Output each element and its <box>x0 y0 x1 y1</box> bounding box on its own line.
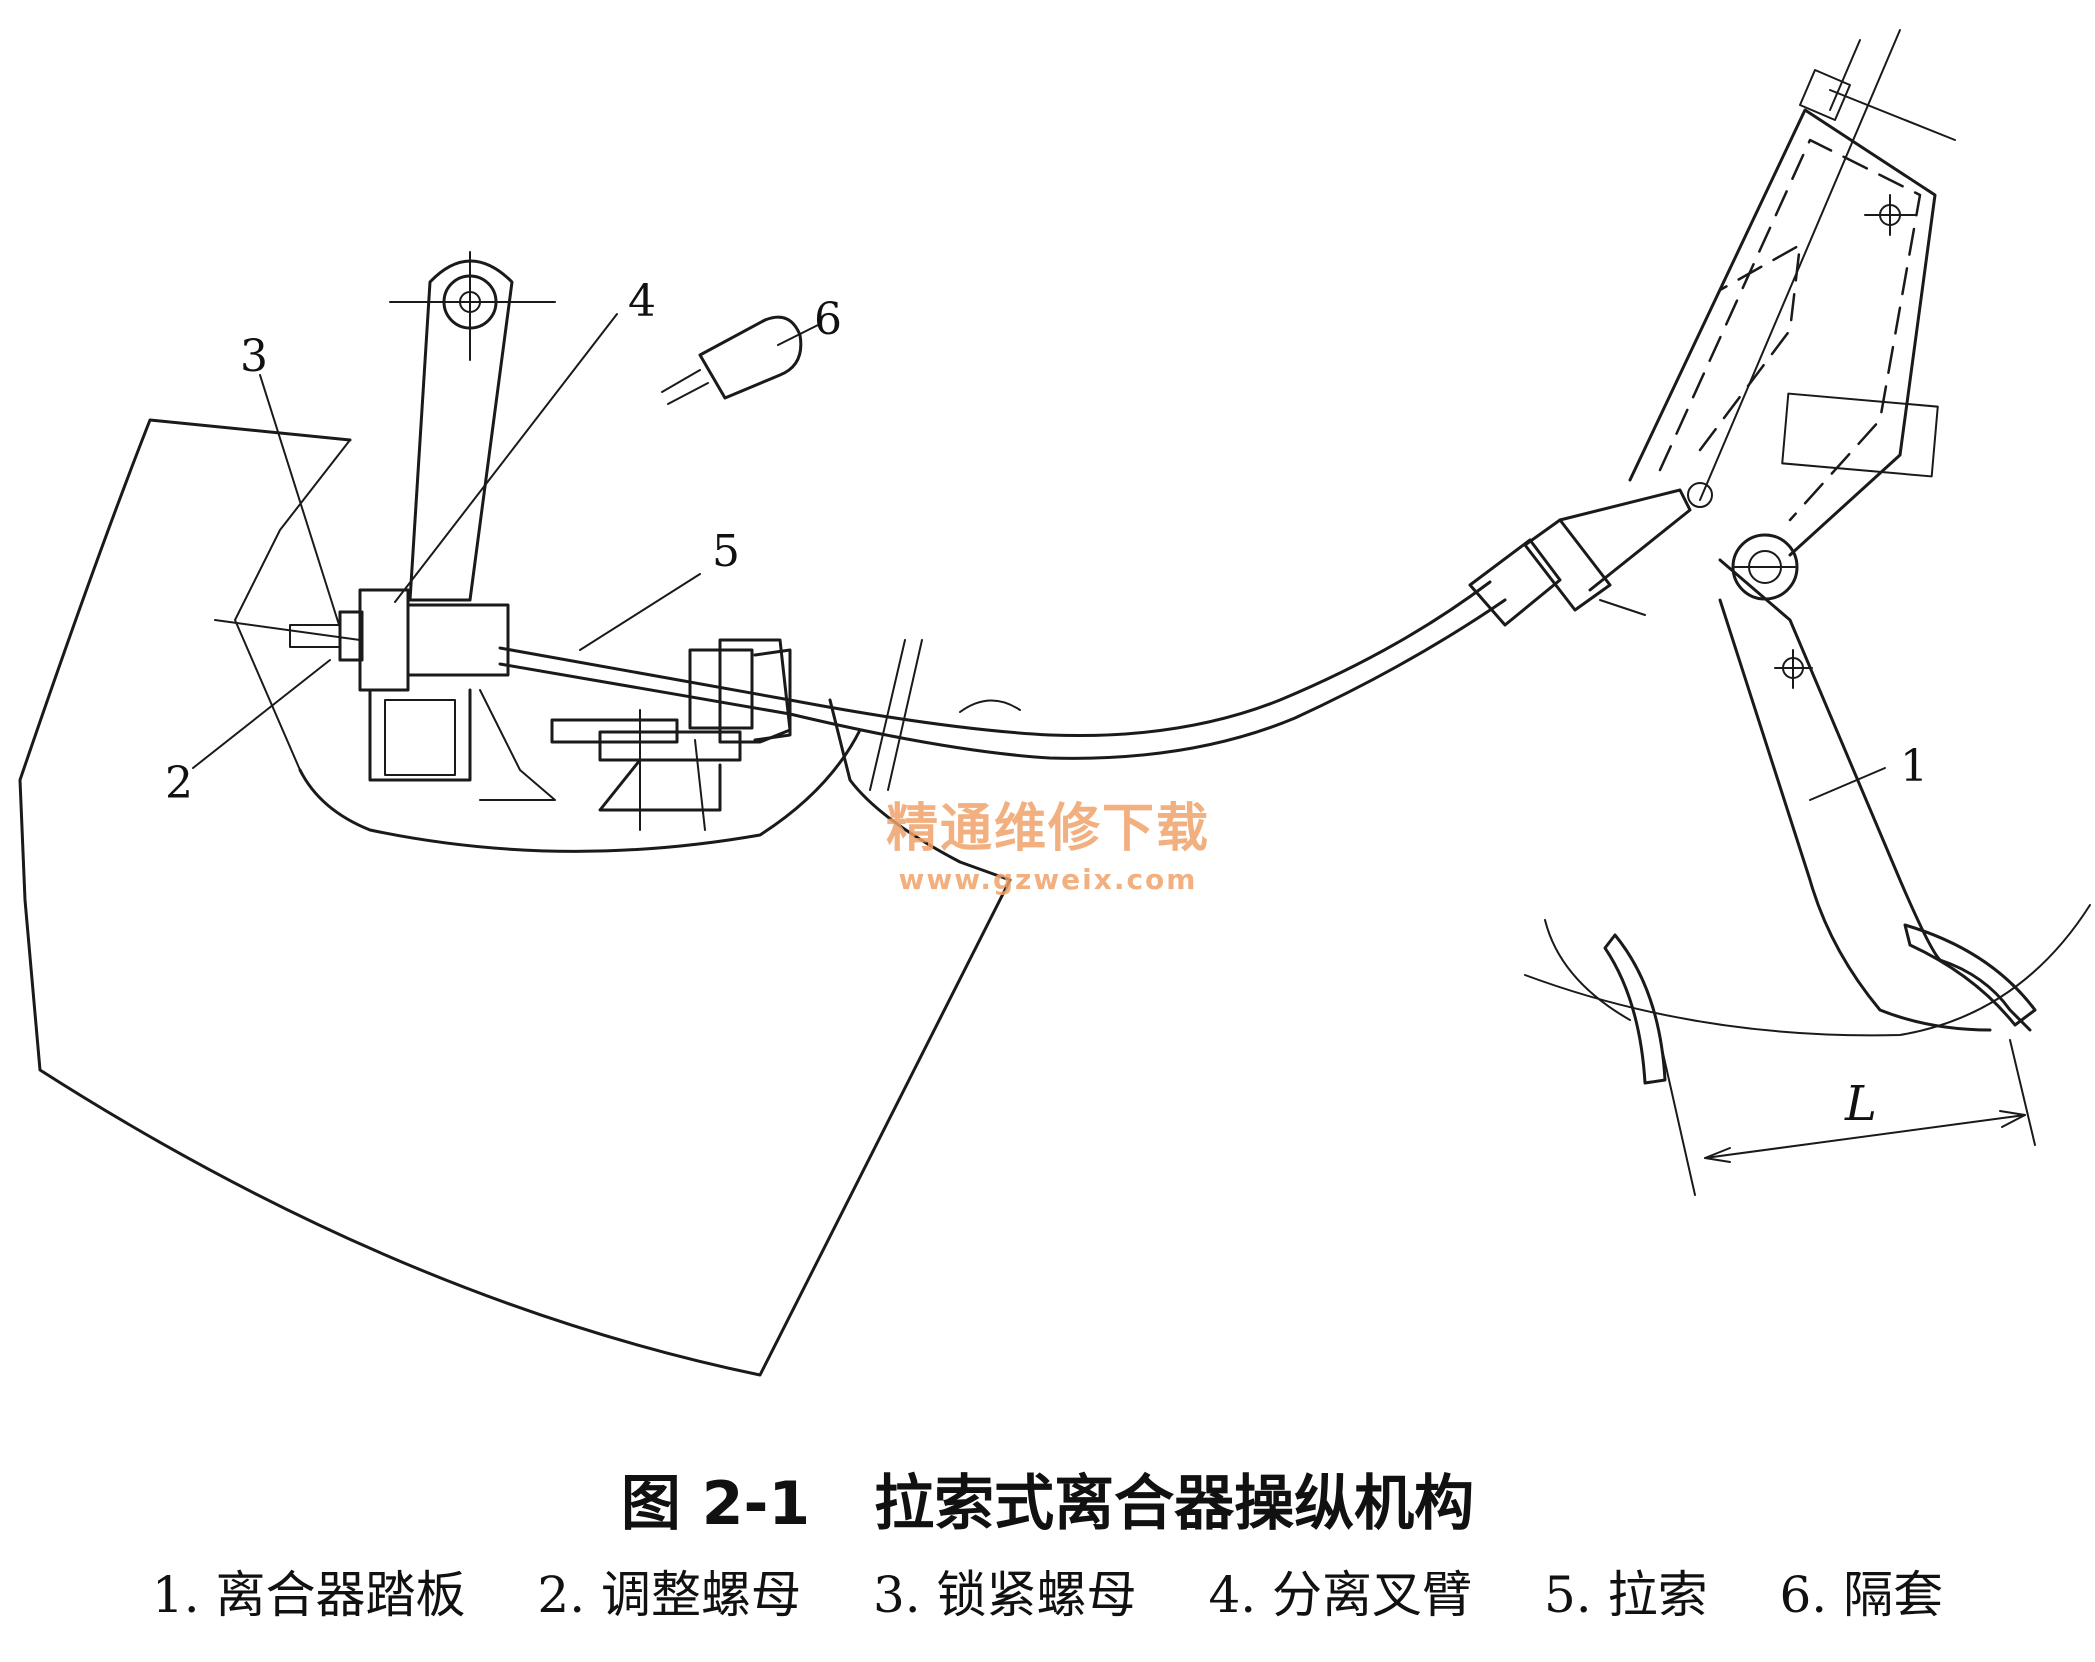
cable-end-fitting <box>1468 488 1692 627</box>
leader-lines <box>192 313 1886 801</box>
label-part-6: 6 <box>814 294 842 345</box>
legend-item-3: 3. 锁紧螺母 <box>872 1566 1137 1624</box>
pedal-bracket <box>1628 29 1956 557</box>
pedal-travel-dimension <box>1659 1039 2036 1196</box>
clutch-pedal <box>1687 482 2032 1032</box>
watermark-text: 精通维修下载 <box>885 799 1210 859</box>
release-fork-arm <box>389 251 556 602</box>
figure-title: 拉索式离合器操纵机构 <box>874 1469 1475 1539</box>
pedal-pad-arcs <box>1524 904 2091 1085</box>
figure-caption: 图 2-1 拉索式离合器操纵机构 <box>0 1455 2095 1542</box>
legend-item-2: 2. 调整螺母 <box>537 1566 802 1624</box>
housing-cutout <box>234 439 351 771</box>
cable-inner-wire <box>498 646 792 716</box>
label-part-4: 4 <box>628 276 656 327</box>
label-part-1: 1 <box>1900 741 1928 792</box>
spacer-sleeve <box>661 315 803 405</box>
label-part-5: 5 <box>712 526 740 577</box>
legend-item-6: 6. 隔套 <box>1779 1566 1944 1624</box>
label-part-2: 2 <box>165 758 193 809</box>
label-part-3: 3 <box>240 331 268 382</box>
housing-inner-outline <box>298 728 862 853</box>
legend-item-5: 5. 拉索 <box>1543 1566 1708 1624</box>
watermark-url: www.gzweix.com <box>898 863 1198 896</box>
figure-number: 图 2-1 <box>620 1469 811 1539</box>
parts-legend: 1. 离合器踏板 2. 调整螺母 3. 锁紧螺母 4. 分离叉臂 5. 拉索 6… <box>0 1555 2095 1627</box>
legend-item-1: 1. 离合器踏板 <box>151 1566 466 1624</box>
cable-sheath <box>788 580 1507 791</box>
cable-guide-bracket <box>550 638 792 831</box>
watermark: 精通维修下载 www.gzweix.com <box>868 786 1228 896</box>
transmission-housing <box>18 418 1012 1377</box>
adjusting-nut-assembly <box>214 588 556 801</box>
legend-item-4: 4. 分离叉臂 <box>1208 1566 1473 1624</box>
label-dimension-L: L <box>1845 1076 1877 1132</box>
